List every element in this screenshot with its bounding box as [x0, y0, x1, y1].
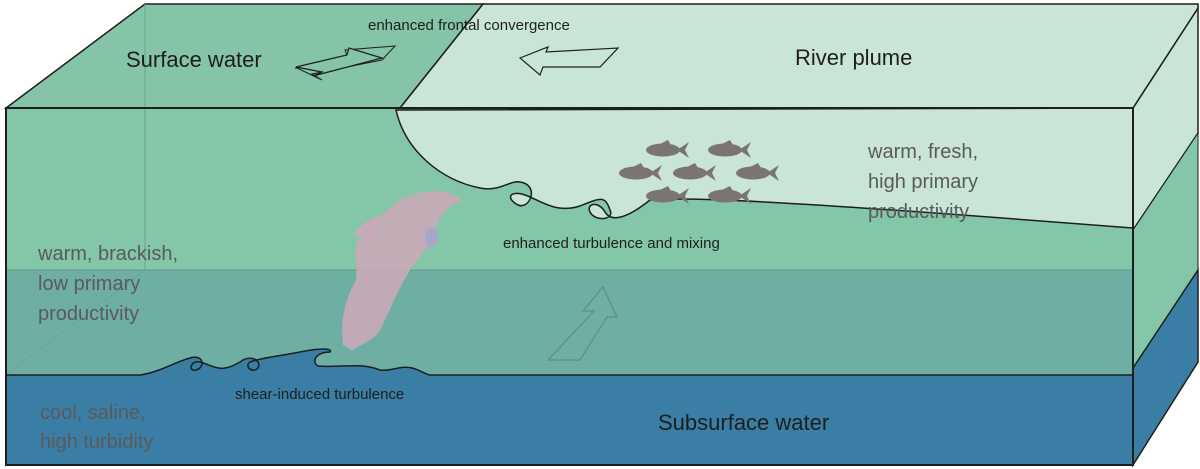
upwelling-arrow-icon	[546, 285, 618, 361]
arrow-left-icon	[518, 45, 620, 77]
subsurface-water-label: Subsurface water	[658, 410, 829, 435]
river-plume-label: River plume	[795, 45, 912, 70]
plume-description-line: warm, fresh,	[867, 141, 978, 163]
plume-description-line: productivity	[868, 201, 969, 223]
plume-description-line: high primary	[868, 171, 978, 193]
surface-description-line: low primary	[38, 273, 140, 295]
fish-icon	[646, 140, 689, 158]
fish-icon	[646, 186, 689, 204]
dolphin-icon	[342, 191, 462, 350]
middle-mixed-layer	[6, 270, 1133, 375]
shear-turbulence-waves	[5, 348, 1134, 466]
arrow-right-icon	[295, 47, 385, 77]
subsurface-description-line: cool, saline,	[40, 402, 146, 424]
subsurface-description-line: high turbidity	[40, 431, 153, 453]
fish-icon	[708, 186, 751, 204]
fish-school	[619, 140, 779, 204]
surface-description-line: productivity	[38, 303, 139, 325]
shear-turbulence-label: shear-induced turbulence	[235, 386, 404, 403]
fish-icon	[619, 163, 662, 181]
frontal-convergence-label: enhanced frontal convergence	[368, 17, 570, 34]
hidden-edge	[5, 269, 146, 376]
fish-icon	[708, 140, 751, 158]
fish-icon	[673, 163, 716, 181]
surface-description-line: warm, brackish,	[37, 243, 178, 265]
turbulence-mixing-label: enhanced turbulence and mixing	[503, 235, 720, 252]
fish-icon	[736, 163, 779, 181]
surface-water-label: Surface water	[126, 47, 262, 72]
arrow-right-icon	[294, 45, 397, 81]
